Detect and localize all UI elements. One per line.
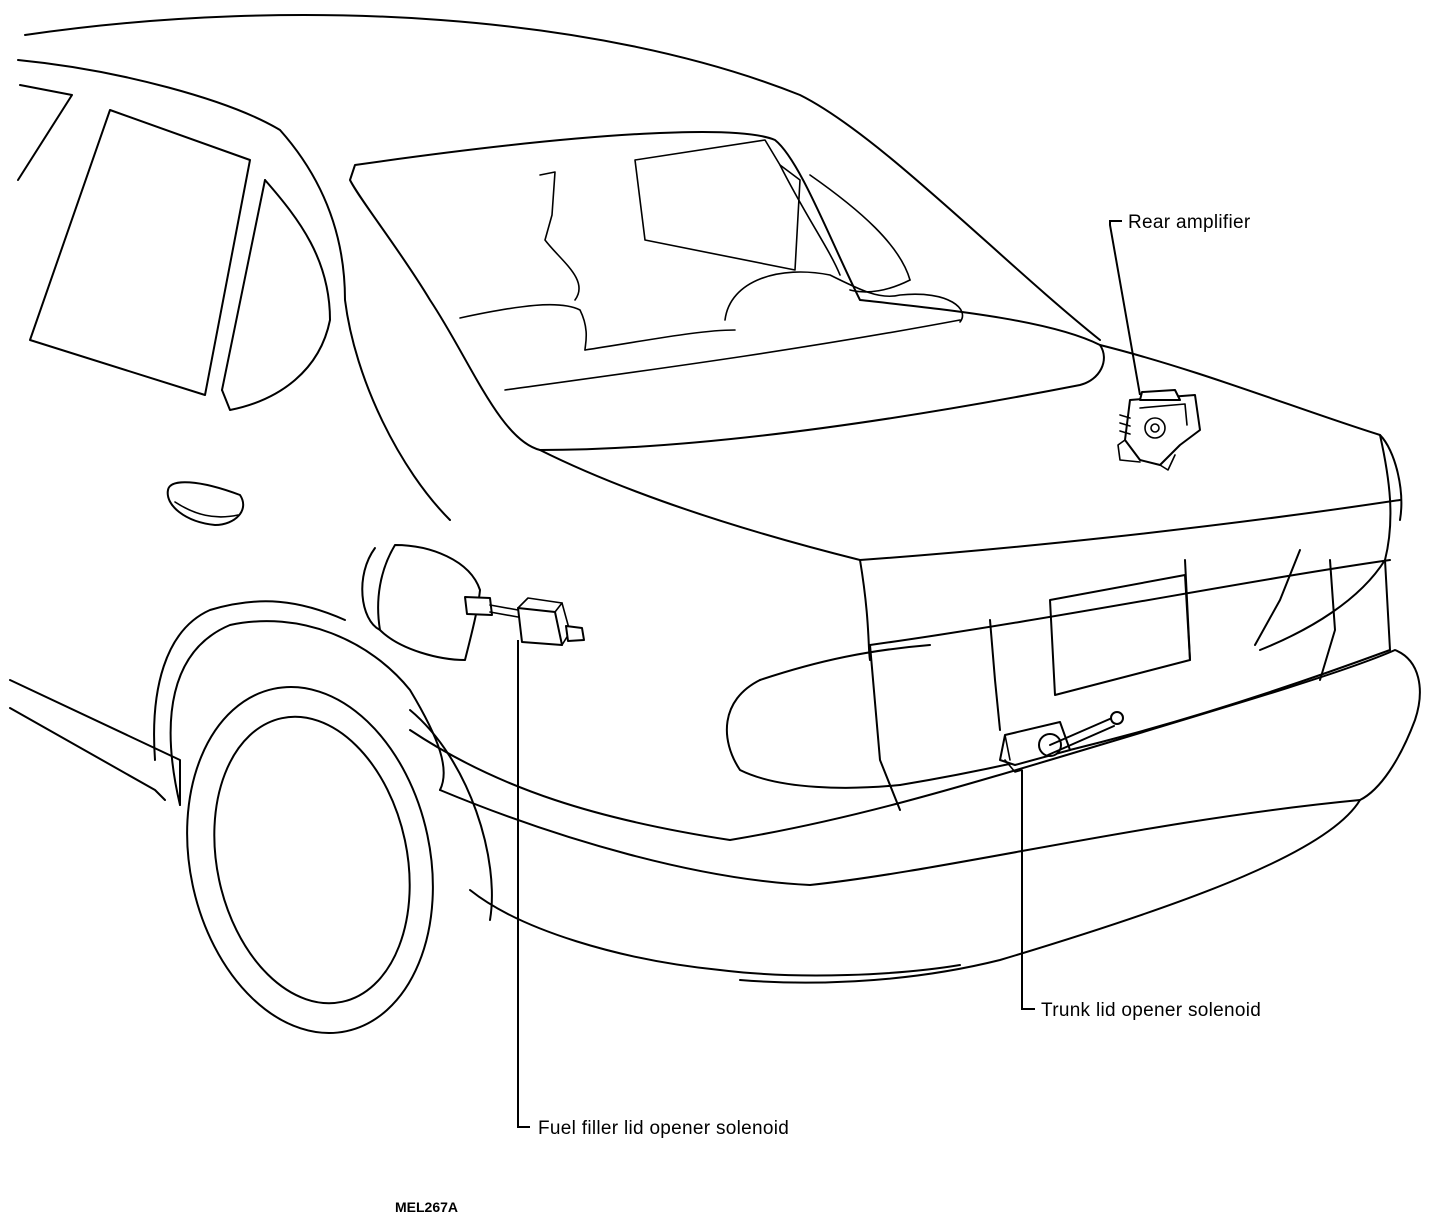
label-trunk-lid-opener-solenoid: Trunk lid opener solenoid	[1041, 1000, 1261, 1021]
rear-amplifier-part	[1117, 389, 1201, 471]
leader-fuel-filler-lid-opener-solenoid	[517, 640, 530, 1128]
leader-rear-amplifier	[1109, 220, 1141, 396]
label-rear-amplifier: Rear amplifier	[1128, 212, 1251, 233]
trunk-lid-opener-solenoid-part	[999, 711, 1124, 773]
leader-trunk-lid-opener-solenoid	[1021, 770, 1035, 1010]
car-body-outline	[9, 14, 1421, 1034]
label-fuel-filler-lid-opener-solenoid: Fuel filler lid opener solenoid	[538, 1118, 789, 1139]
leader-lines	[517, 220, 1141, 1128]
fuel-filler-lid-opener-solenoid-part	[464, 596, 585, 646]
figure-code: MEL267A	[395, 1199, 458, 1215]
